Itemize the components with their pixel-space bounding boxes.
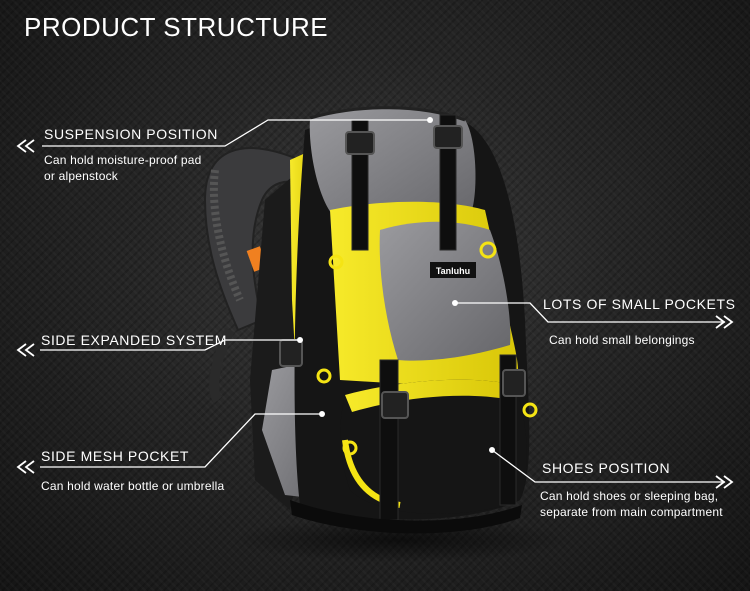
arrow-right-icon: [715, 315, 734, 489]
callout-suspension-label: SUSPENSION POSITION: [44, 126, 218, 142]
callout-small-pockets-label: LOTS OF SMALL POCKETS: [543, 296, 736, 312]
brand-label: Tanluhu: [436, 266, 470, 276]
callout-small-pockets-desc: Can hold small belongings: [549, 333, 695, 347]
arrow-left-icon: [16, 139, 35, 474]
callout-side-expanded-label: SIDE EXPANDED SYSTEM: [41, 332, 228, 348]
page-title: PRODUCT STRUCTURE: [24, 12, 329, 42]
callout-shoes-label: SHOES POSITION: [542, 460, 671, 476]
callout-side-mesh-desc: Can hold water bottle or umbrella: [41, 479, 225, 493]
callout-side-mesh-label: SIDE MESH POCKET: [41, 448, 190, 464]
callout-shoes-desc: Can hold shoes or sleeping bag, separate…: [540, 489, 723, 519]
callout-suspension-desc: Can hold moisture-proof pad or alpenstoc…: [44, 153, 202, 183]
